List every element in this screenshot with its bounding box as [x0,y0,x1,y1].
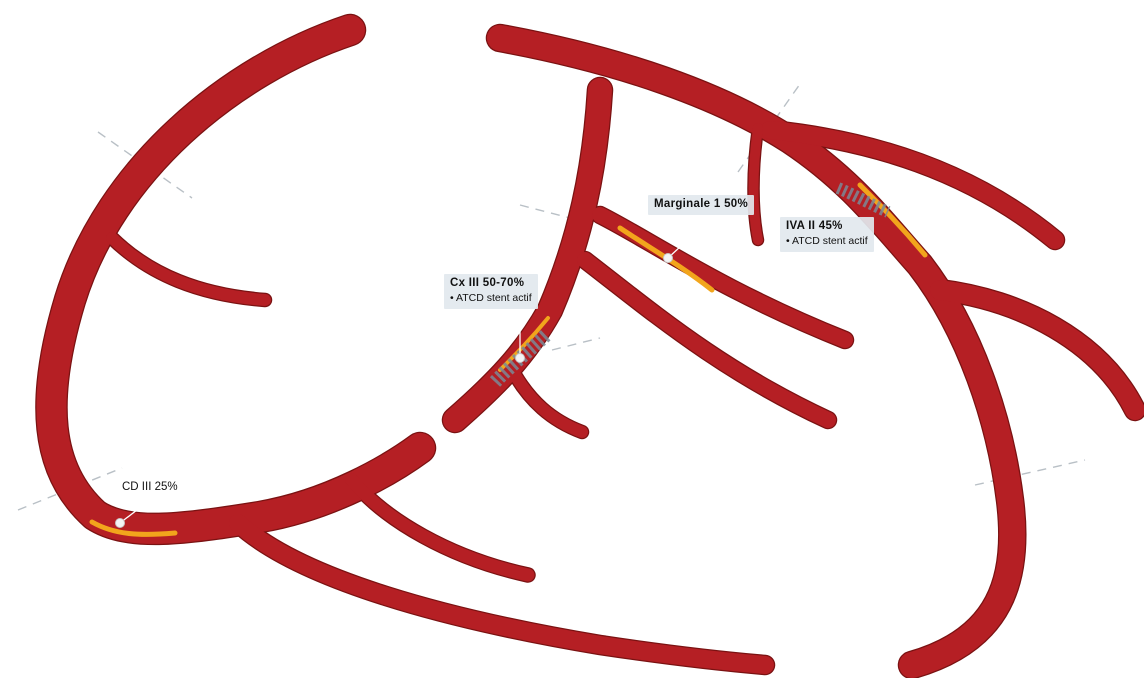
label-cd-title: CD III 25% [122,480,178,495]
dot-cd [116,519,125,528]
label-marginale-title: Marginale 1 50% [654,197,748,212]
rca-branch-pd-edge [238,523,765,665]
dot-cx [516,354,525,363]
cx-branch-low [515,375,582,432]
label-iva: IVA II 45% ATCD stent actif [780,217,874,252]
label-cx-subtitle: ATCD stent actif [450,291,532,306]
cx-main [455,90,600,420]
label-marginale: Marginale 1 50% [648,195,754,215]
label-leaders [116,210,721,528]
rca-main [51,30,420,529]
rca-branch-lower-edge [352,480,528,575]
rca-branch-pd [238,523,765,665]
lad-septal [754,128,759,240]
label-iva-title: IVA II 45% [786,219,868,234]
coronary-vessels [51,30,1135,665]
label-cx: Cx III 50-70% ATCD stent actif [444,274,538,309]
dot-marginale [664,254,673,263]
label-cx-title: Cx III 50-70% [450,276,532,291]
label-iva-subtitle: ATCD stent actif [786,234,868,249]
label-cd: CD III 25% [122,480,178,495]
